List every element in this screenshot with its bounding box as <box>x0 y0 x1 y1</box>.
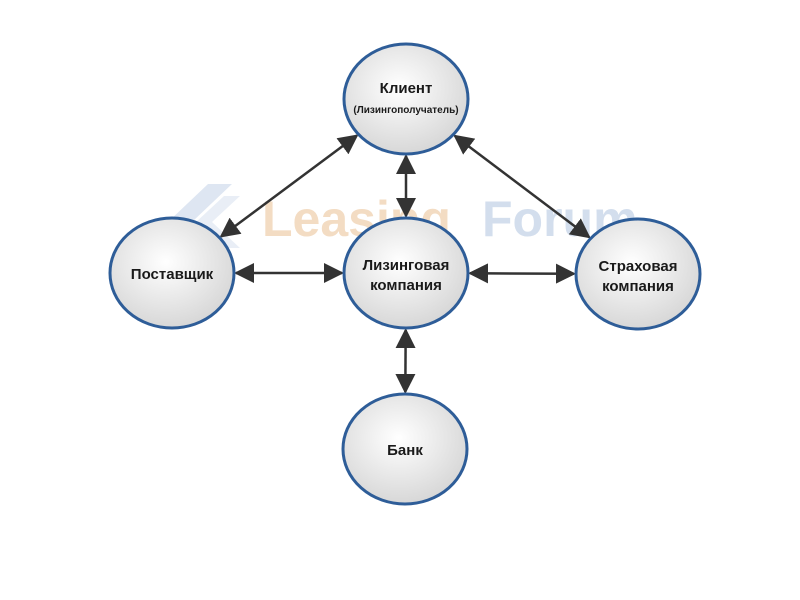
node-client: Клиент (Лизингополучатель) <box>342 42 470 156</box>
node-leasing-title-line2: компания <box>370 277 442 294</box>
node-bank: Банк <box>341 392 469 506</box>
node-insurance-title-line2: компания <box>602 278 674 295</box>
node-leasing-title-line1: Лизинговая <box>363 257 450 274</box>
node-leasing: Лизинговая компания <box>342 216 470 330</box>
node-supplier: Поставщик <box>108 216 236 330</box>
node-supplier-title: Поставщик <box>131 266 214 283</box>
node-insurance-title-line1: Страховая <box>599 258 678 275</box>
node-bank-circle <box>341 392 469 506</box>
node-insurance: Страховая компания <box>574 217 702 331</box>
node-insurance-circle <box>574 217 702 331</box>
node-client-circle <box>342 42 470 156</box>
arrow-client-supplier <box>219 134 359 238</box>
arrow-client-insurance <box>453 134 591 239</box>
node-bank-title: Банк <box>387 442 423 459</box>
edges <box>219 134 591 395</box>
node-supplier-circle <box>108 216 236 330</box>
node-client-subtitle: (Лизингополучатель) <box>353 105 458 116</box>
node-client-title: Клиент <box>380 80 433 97</box>
node-leasing-circle <box>342 216 470 330</box>
